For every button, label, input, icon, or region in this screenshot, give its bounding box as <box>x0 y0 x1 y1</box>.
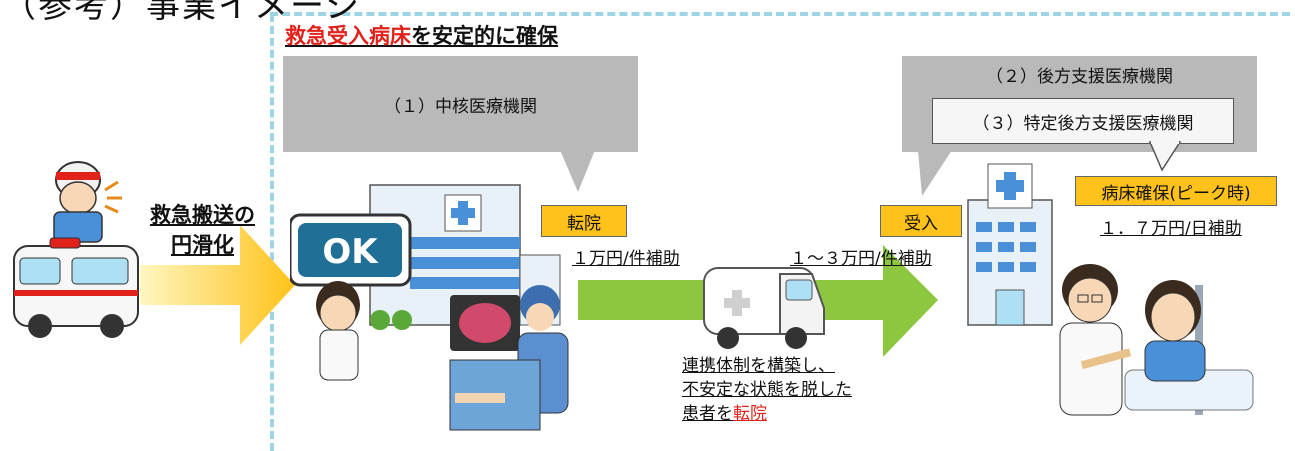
tag-transfer: 転院 <box>541 205 627 237</box>
ambulance-label-line2: 円滑化 <box>171 233 234 257</box>
bottom-note: 連携体制を構築し、 不安定な状態を脱した 患者を転院 <box>682 354 852 426</box>
ambulance-label: 救急搬送の 円滑化 <box>130 200 275 260</box>
section-heading: 救急受入病床を安定的に確保 <box>285 20 558 50</box>
bottom-note-line3-prefix: 患者を <box>682 404 733 424</box>
heading-highlight: 救急受入病床 <box>285 24 411 48</box>
tag-bed-secure: 病床確保(ピーク時) <box>1075 176 1277 206</box>
subsidy-bed-secure: １．７万円/日補助 <box>1100 219 1242 239</box>
bottom-note-line2: 不安定な状態を脱した <box>682 380 852 400</box>
bottom-note-line3-red: 転院 <box>733 404 767 424</box>
tag-accept: 受入 <box>880 205 962 237</box>
transport-van-illustration <box>703 267 825 349</box>
callout-core-tail <box>560 150 595 192</box>
core-hospital-illustration: OK <box>290 184 569 431</box>
bottom-note-line1: 連携体制を構築し、 <box>682 356 835 376</box>
callout-specific-support: （３）特定後方支援医療機関 <box>932 98 1234 144</box>
yellow-arrow <box>140 225 295 345</box>
ambulance-illustration <box>13 161 139 338</box>
ambulance-label-line1: 救急搬送の <box>150 203 255 227</box>
page-title: （参考）事業イメージ <box>2 0 362 26</box>
subsidy-accept: １～３万円/件補助 <box>790 249 932 269</box>
support-hospital-illustration <box>967 163 1053 326</box>
callout-core-label: （１）中核医療機関 <box>384 96 537 117</box>
ok-sign-text: OK <box>322 232 379 272</box>
dashed-frame-left <box>270 14 274 451</box>
dashed-frame-top <box>270 12 1290 16</box>
callout-support-tail <box>918 150 952 196</box>
bottom-note-line3: 患者を転院 <box>682 402 852 426</box>
callout-support-label: （２）後方支援医療機関 <box>986 67 1173 87</box>
subsidy-transfer: １万円/件補助 <box>572 249 680 269</box>
doctor-patient-illustration <box>1059 264 1254 416</box>
callout-core-hospital: （１）中核医療機関 <box>283 56 638 152</box>
callout-specific-label: （３）特定後方支援医療機関 <box>972 113 1194 134</box>
heading-rest: を安定的に確保 <box>411 24 558 48</box>
callout-specific-tail <box>1148 140 1182 172</box>
